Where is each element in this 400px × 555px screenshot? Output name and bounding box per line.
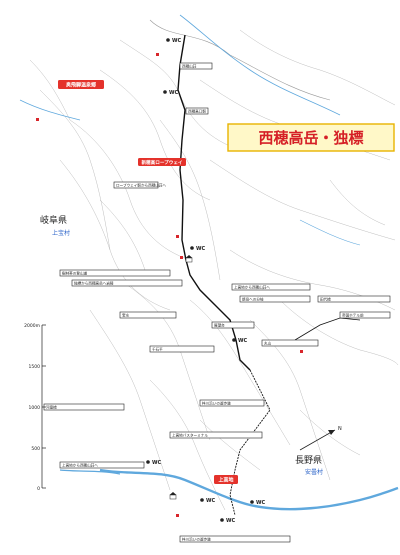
wc-icon: WC xyxy=(250,500,266,506)
note-box: 上高地バスターミナル xyxy=(169,431,263,439)
note-box: 展望台 xyxy=(211,321,255,329)
prefecture-nagano: 長野県 安曇村 xyxy=(295,455,323,476)
note-box: 丸山 xyxy=(261,339,319,347)
svg-text:梓川沿いの遊歩道: 梓川沿いの遊歩道 xyxy=(202,401,231,406)
svg-text:西穂山荘: 西穂山荘 xyxy=(182,64,197,69)
svg-text:WC: WC xyxy=(226,518,236,524)
map-title: 西穂高岳・独標 xyxy=(258,129,363,147)
hut-icon xyxy=(185,255,193,263)
svg-text:梓川沿いの遊歩道: 梓川沿いの遊歩道 xyxy=(182,537,211,542)
altitude-scale: 2000m 1500 1000 500 0 xyxy=(24,323,46,492)
scale-tick-label: 1500 xyxy=(29,364,41,370)
note-box: 上高地から西穂山荘へ xyxy=(59,461,145,469)
svg-text:宝水: 宝水 xyxy=(122,313,130,318)
svg-text:帝国ホテル前: 帝国ホテル前 xyxy=(342,313,364,318)
note-box: 河童橋 xyxy=(43,403,125,411)
wc-icon: WC xyxy=(146,460,162,466)
main-route xyxy=(177,34,361,516)
svg-text:上高地から西穂山荘へ: 上高地から西穂山荘へ xyxy=(234,285,270,290)
svg-text:WC: WC xyxy=(238,338,248,344)
svg-text:千石平: 千石平 xyxy=(152,347,163,352)
note-box: 宝水 xyxy=(119,311,177,319)
scale-tick-label: 2000m xyxy=(24,323,40,329)
junction-markers xyxy=(36,53,303,517)
note-box: 田代橋 xyxy=(317,295,391,303)
svg-text:田代橋: 田代橋 xyxy=(320,297,331,302)
badge-ropeway-label: 新穂高ロープウェイ xyxy=(141,159,182,166)
prefecture-gifu-name: 岐阜県 xyxy=(40,214,67,226)
svg-text:上高地から西穂山荘へ: 上高地から西穂山荘へ xyxy=(62,463,98,468)
hut-icon xyxy=(169,492,177,500)
svg-text:独標から西穂高岳へ岩稜: 独標から西穂高岳へ岩稜 xyxy=(74,281,114,286)
note-box: ロープウェイ駅から西穂山荘へ xyxy=(113,181,167,189)
note-box: 独標から西穂高岳へ岩稜 xyxy=(71,279,183,287)
rivers xyxy=(19,14,399,511)
scale-tick-label: 500 xyxy=(31,446,40,452)
badge-kamikochi-label: 上高地 xyxy=(218,477,233,484)
village-kamitakara: 上宝村 xyxy=(52,229,70,237)
note-boxes: 西穂山荘 西穂高口駅 ロープウェイ駅から西穂山荘へ 樹林帯の登山道 独標から西穂… xyxy=(43,62,391,543)
wc-icon: WC xyxy=(163,90,179,96)
svg-text:樹林帯の登山道: 樹林帯の登山道 xyxy=(62,271,88,276)
svg-text:WC: WC xyxy=(152,460,162,466)
svg-text:WC: WC xyxy=(172,38,182,44)
note-box: 梓川沿いの遊歩道 xyxy=(199,399,265,407)
wc-icon: WC xyxy=(190,246,206,252)
wc-icon: WC xyxy=(220,518,236,524)
wc-markers: WC WC WC WC WC WC WC WC xyxy=(146,38,266,524)
note-box: 千石平 xyxy=(149,345,215,353)
svg-text:WC: WC xyxy=(196,246,206,252)
note-box: 上高地から西穂山荘へ xyxy=(231,283,311,291)
note-box: 焼岳への分岐 xyxy=(239,295,311,303)
prefecture-gifu: 岐阜県 上宝村 xyxy=(40,214,70,237)
village-azumi: 安曇村 xyxy=(305,468,323,476)
badge-ropeway: 新穂高ロープウェイ xyxy=(138,158,186,166)
badge-kamikochi: 上高地 xyxy=(214,475,238,484)
prefecture-nagano-name: 長野県 xyxy=(295,455,322,466)
svg-text:ロープウェイ駅から西穂山荘へ: ロープウェイ駅から西穂山荘へ xyxy=(116,183,167,188)
scale-tick-label: 1000 xyxy=(29,405,41,411)
svg-text:焼岳への分岐: 焼岳への分岐 xyxy=(242,297,264,302)
wc-icon: WC xyxy=(166,38,182,44)
scale-tick-label: 0 xyxy=(37,486,40,492)
svg-text:WC: WC xyxy=(206,498,216,504)
title-box: 西穂高岳・独標 xyxy=(227,123,395,152)
badge-onsen: 奥飛騨温泉郷 xyxy=(58,80,104,89)
note-box: 樹林帯の登山道 xyxy=(59,269,171,277)
svg-text:WC: WC xyxy=(169,90,179,96)
svg-text:N: N xyxy=(338,426,342,432)
note-box: 西穂高口駅 xyxy=(185,107,209,115)
note-box: 帝国ホテル前 xyxy=(339,311,391,319)
svg-text:展望台: 展望台 xyxy=(214,323,225,328)
note-box: 梓川沿いの遊歩道 xyxy=(179,535,291,543)
wc-icon: WC xyxy=(232,338,248,344)
svg-text:WC: WC xyxy=(256,500,266,506)
wc-icon: WC xyxy=(200,498,216,504)
svg-text:西穂高口駅: 西穂高口駅 xyxy=(188,109,206,114)
badge-onsen-label: 奥飛騨温泉郷 xyxy=(66,82,96,89)
svg-text:丸山: 丸山 xyxy=(264,341,272,346)
north-arrow-icon: N xyxy=(299,426,342,451)
svg-text:上高地バスターミナル: 上高地バスターミナル xyxy=(172,433,208,438)
svg-text:河童橋: 河童橋 xyxy=(46,405,57,410)
note-box: 西穂山荘 xyxy=(179,62,213,70)
